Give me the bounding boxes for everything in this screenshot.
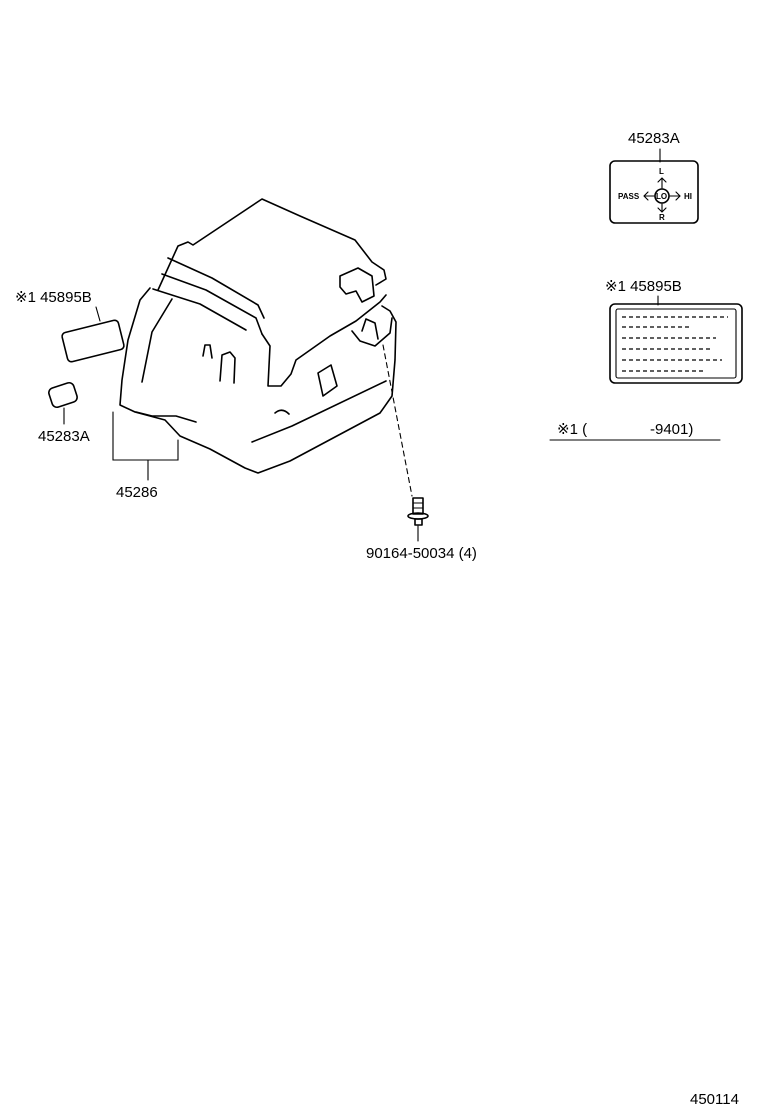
switch-label-plate — [609, 160, 699, 224]
caution-plate-inner — [615, 308, 737, 379]
column-cover-assembly — [119, 198, 397, 474]
caution-plate-outer — [609, 303, 743, 384]
switch-lo-text: LO — [656, 192, 667, 201]
screw-dashed-path — [382, 344, 413, 497]
arrow-left-icon — [643, 191, 655, 201]
cover-slot — [202, 344, 213, 359]
cover-bracket — [361, 318, 379, 340]
left-small-pad-part-number: 45283A — [38, 428, 90, 445]
lower-cover-inner-edge — [135, 411, 197, 423]
left-plate-part-number: ※1 45895B — [15, 289, 92, 306]
caution-plate-text-lines — [622, 316, 728, 372]
switch-pass-text: PASS — [618, 192, 640, 201]
upper-cover-stripe — [167, 257, 265, 319]
cover-part-number: 45286 — [116, 484, 158, 501]
left-plate-leader — [95, 306, 101, 322]
cover-bracket — [351, 317, 393, 347]
left-small-pad — [48, 381, 78, 409]
arrow-up-icon — [657, 177, 667, 189]
arrow-down-icon — [657, 203, 667, 213]
lower-cover-band — [251, 380, 387, 443]
caution-plate-part-number: ※1 45895B — [605, 278, 682, 295]
screw-icon — [407, 497, 429, 542]
diagram-id: 450114 — [690, 1091, 739, 1108]
switch-l-text: L — [659, 167, 664, 176]
cover-slot — [219, 351, 236, 384]
upper-cover-stripe — [161, 273, 263, 335]
footnote-prefix: ※1 ( — [557, 421, 587, 438]
arrow-right-icon — [669, 191, 681, 201]
lower-cover-outline — [119, 287, 397, 474]
cover-window — [317, 364, 338, 397]
lower-cover-inner-edge — [141, 298, 173, 383]
upper-cover-stripe — [152, 288, 247, 331]
footnote-range: -9401) — [650, 421, 693, 438]
screw-part-number: 90164-50034 (4) — [366, 545, 477, 562]
upper-cover-notch — [339, 267, 375, 303]
switch-hi-text: HI — [684, 192, 692, 201]
switch-pattern: LO PASS HI L R — [618, 167, 692, 222]
upper-cover-lower-edge — [261, 294, 387, 387]
upper-cover-top-edge — [157, 198, 387, 291]
cover-leader — [112, 411, 179, 481]
left-plate — [61, 319, 125, 363]
switch-r-text: R — [659, 213, 665, 222]
cover-notch — [274, 409, 290, 415]
switch-label-part-number: 45283A — [628, 130, 680, 147]
